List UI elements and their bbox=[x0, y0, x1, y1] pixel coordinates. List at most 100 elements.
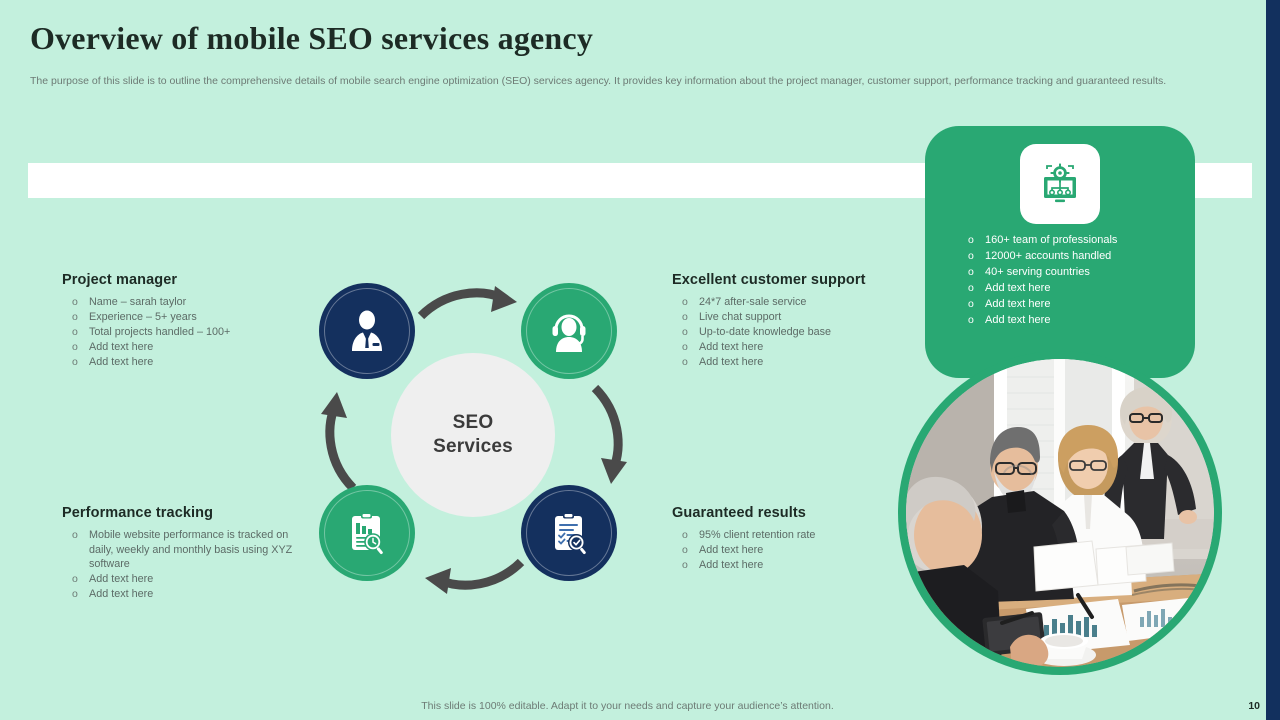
arrow-bottom-left-icon bbox=[425, 558, 525, 594]
block-heading-customer-support: Excellent customer support bbox=[672, 272, 866, 288]
list-item-text: Add text here bbox=[699, 559, 764, 571]
bullet-marker: o bbox=[72, 326, 78, 338]
block-performance-tracking: Performance tracking o Mobile website per… bbox=[62, 505, 312, 602]
page-subtitle: The purpose of this slide is to outline … bbox=[30, 75, 1167, 87]
block-customer-support: Excellent customer support o 24*7 after-s… bbox=[672, 272, 922, 370]
bullet-marker: o bbox=[72, 341, 78, 353]
list-item-text: 12000+ accounts handled bbox=[985, 250, 1112, 262]
list-item: o Live chat support bbox=[672, 310, 922, 325]
block-heading-guaranteed-results: Guaranteed results bbox=[672, 505, 806, 521]
list-item-text: Add text here bbox=[985, 314, 1051, 326]
list-item: o Add text here bbox=[925, 280, 1195, 296]
arrow-right-down-icon bbox=[591, 384, 627, 484]
hub-label-line1: SEO bbox=[452, 412, 494, 433]
list-item: o Add text here bbox=[62, 572, 312, 587]
list-item-text: Add text here bbox=[699, 341, 764, 353]
bullet-marker: o bbox=[682, 296, 688, 308]
bullet-marker: o bbox=[682, 559, 688, 571]
headset-agent-icon bbox=[552, 314, 586, 352]
list-item: o Total projects handled – 100+ bbox=[62, 325, 312, 340]
page-title: Overview of mobile SEO services agency bbox=[30, 20, 594, 56]
hub-label-line2: Services bbox=[433, 436, 513, 457]
stats-icon-box bbox=[1020, 144, 1100, 224]
stats-list: o 160+ team of professionals o 12000+ acco… bbox=[925, 232, 1195, 328]
bullet-marker: o bbox=[72, 296, 78, 308]
seo-services-cycle-diagram: SEO Services bbox=[313, 280, 633, 600]
list-item-text: Live chat support bbox=[699, 311, 782, 323]
list-item-text: 40+ serving countries bbox=[985, 266, 1090, 278]
bullet-marker: o bbox=[682, 529, 688, 541]
list-item: o Mobile website performance is tracked o… bbox=[62, 528, 312, 572]
list-item-text: Add text here bbox=[699, 544, 764, 556]
block-heading-performance-tracking: Performance tracking bbox=[62, 505, 214, 521]
block-heading-project-manager: Project manager bbox=[62, 272, 178, 288]
list-item-text: Add text here bbox=[985, 282, 1051, 294]
list-item: o Up-to-date knowledge base bbox=[672, 325, 922, 340]
list-item-text: Total projects handled – 100+ bbox=[89, 326, 231, 338]
cycle-node-guaranteed-results[interactable] bbox=[521, 485, 617, 581]
list-item: o 24*7 after-sale service bbox=[672, 295, 922, 310]
right-edge-strip bbox=[1266, 0, 1280, 720]
list-item-text: 24*7 after-sale service bbox=[699, 296, 807, 308]
cycle-node-performance-tracking[interactable] bbox=[319, 485, 415, 581]
team-meeting-photo bbox=[906, 359, 1214, 667]
seo-network-monitor-icon bbox=[1044, 163, 1076, 203]
list-item-text: Add text here bbox=[985, 298, 1051, 310]
bullet-marker: o bbox=[72, 529, 78, 541]
cycle-hub: SEO Services bbox=[391, 353, 555, 517]
list-item-text: Up-to-date knowledge base bbox=[699, 326, 832, 338]
bullet-marker: o bbox=[72, 573, 78, 585]
list-item-text: Add text here bbox=[89, 573, 154, 585]
list-item-text: 160+ team of professionals bbox=[985, 234, 1118, 246]
cycle-node-customer-support[interactable] bbox=[521, 283, 617, 379]
list-item-text: Name – sarah taylor bbox=[89, 296, 187, 308]
footer-note: This slide is 100% editable. Adapt it to… bbox=[421, 700, 834, 712]
block-list-performance-tracking: o Mobile website performance is tracked o… bbox=[62, 528, 312, 602]
bullet-marker: o bbox=[682, 544, 688, 556]
list-item: o Add text here bbox=[672, 543, 912, 558]
block-guaranteed-results: Guaranteed results o 95% client retention… bbox=[672, 505, 912, 573]
list-item: o 160+ team of professionals bbox=[925, 232, 1195, 248]
team-meeting-illustration bbox=[906, 359, 1214, 667]
bullet-marker: o bbox=[968, 282, 974, 294]
bullet-marker: o bbox=[72, 356, 78, 368]
list-item-text: Add text here bbox=[89, 356, 154, 368]
list-item: o 40+ serving countries bbox=[925, 264, 1195, 280]
bullet-marker: o bbox=[682, 341, 688, 353]
bullet-marker: o bbox=[968, 234, 974, 246]
bullet-marker: o bbox=[72, 311, 78, 323]
bullet-marker: o bbox=[968, 314, 974, 326]
bullet-marker: o bbox=[682, 311, 688, 323]
bullet-marker: o bbox=[968, 266, 974, 278]
list-item: o 12000+ accounts handled bbox=[925, 248, 1195, 264]
list-item: o 95% client retention rate bbox=[672, 528, 912, 543]
list-item-text: Add text here bbox=[699, 356, 764, 368]
list-item-text: Mobile website performance is tracked on… bbox=[89, 529, 293, 570]
list-item-text: Experience – 5+ years bbox=[89, 311, 197, 323]
clipboard-check-search-icon bbox=[555, 512, 586, 555]
list-item: o Add text here bbox=[672, 558, 912, 573]
bullet-marker: o bbox=[682, 326, 688, 338]
list-item: o Add text here bbox=[62, 587, 312, 602]
bullet-marker: o bbox=[72, 588, 78, 600]
page-number: 10 bbox=[1248, 700, 1260, 712]
list-item: o Name – sarah taylor bbox=[62, 295, 312, 310]
list-item-text: Add text here bbox=[89, 588, 154, 600]
report-chart-search-icon bbox=[352, 512, 383, 555]
bullet-marker: o bbox=[968, 250, 974, 262]
list-item: o Add text here bbox=[62, 355, 312, 370]
list-item: o Experience – 5+ years bbox=[62, 310, 312, 325]
cycle-node-project-manager[interactable] bbox=[319, 283, 415, 379]
arrow-top-right-icon bbox=[417, 286, 517, 320]
list-item: o Add text here bbox=[925, 312, 1195, 328]
arrow-left-up-icon bbox=[321, 392, 357, 492]
list-item: o Add text here bbox=[672, 340, 922, 355]
stats-card: o 160+ team of professionals o 12000+ acco… bbox=[925, 126, 1195, 378]
list-item-text: 95% client retention rate bbox=[699, 529, 816, 541]
